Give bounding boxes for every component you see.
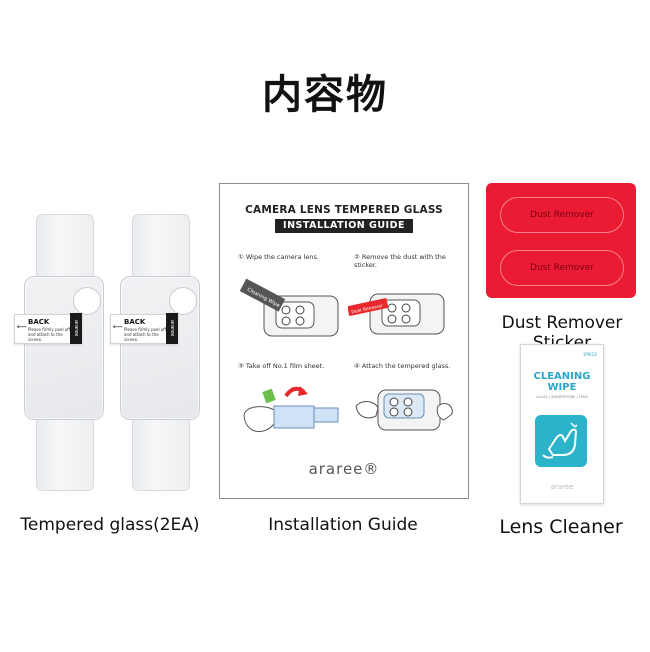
- lens-cleaner-caption: Lens Cleaner: [499, 516, 623, 538]
- tempered-glass-2: ⟵ BACK Please firmly peel off and attach…: [110, 214, 200, 491]
- packet-title-line2: WIPE: [547, 382, 577, 393]
- packet-brand: araree: [550, 483, 574, 491]
- wipe-hand-icon: [535, 415, 587, 467]
- camera-notch: [169, 287, 197, 315]
- piece-count: 1PIECE: [583, 352, 597, 357]
- step2-illustration: Dust Remover: [348, 293, 445, 335]
- guide-subheading: INSTALLATION GUIDE: [275, 219, 413, 233]
- installation-guide-card: CAMERA LENS TEMPERED GLASS INSTALLATION …: [219, 183, 469, 499]
- packet-title: CLEANING WIPE: [521, 371, 603, 393]
- glass-sheet: [24, 276, 104, 420]
- back-desc: Please firmly peel off and attach to the…: [28, 327, 71, 342]
- dust-remover-oval-1: Dust Remover: [500, 197, 624, 233]
- step4-illustration: [355, 389, 453, 431]
- tab-brand: araree: [70, 313, 82, 344]
- guide-step-4: ④ Attach the tempered glass.: [354, 362, 451, 370]
- tab-brand: araree: [166, 313, 178, 344]
- back-desc: Please firmly peel off and attach to the…: [124, 327, 167, 342]
- guide-heading: CAMERA LENS TEMPERED GLASS: [245, 204, 443, 216]
- packet-subtitle: GLASS | SMARTPHONE | LENS: [536, 395, 588, 399]
- back-tab: ⟵ BACK Please firmly peel off and attach…: [14, 313, 82, 344]
- dust-remover-oval-2: Dust Remover: [500, 250, 624, 286]
- lens-cleaner-packet: 1PIECE CLEANING WIPE GLASS | SMARTPHONE …: [520, 344, 604, 504]
- back-tab: ⟵ BACK Please firmly peel off and attach…: [110, 313, 178, 344]
- arrow-left-icon: ⟵: [113, 323, 124, 331]
- guide-step-2: ② Remove the dust with the sticker.: [354, 253, 446, 269]
- step3-illustration: [243, 386, 339, 432]
- installation-guide-caption: Installation Guide: [268, 515, 418, 535]
- arrow-left-icon: ⟵: [17, 323, 28, 331]
- page-title: 内容物: [262, 72, 388, 118]
- tempered-glass-1: ⟵ BACK Please firmly peel off and attach…: [14, 214, 104, 491]
- camera-notch: [73, 287, 101, 315]
- step1-illustration: Cleaning Wipe: [239, 278, 339, 337]
- tempered-glass-caption: Tempered glass(2EA): [20, 515, 200, 535]
- guide-step-3: ③ Take off No.1 film sheet.: [238, 362, 325, 370]
- back-label: BACK: [124, 318, 146, 326]
- guide-brand-logo: araree®: [308, 460, 380, 478]
- glass-sheet: [120, 276, 200, 420]
- guide-step-1: ① Wipe the camera lens.: [238, 253, 319, 261]
- dust-remover-sticker: Dust Remover Dust Remover: [486, 183, 636, 298]
- packet-title-line1: CLEANING: [533, 371, 591, 382]
- back-label: BACK: [28, 318, 50, 326]
